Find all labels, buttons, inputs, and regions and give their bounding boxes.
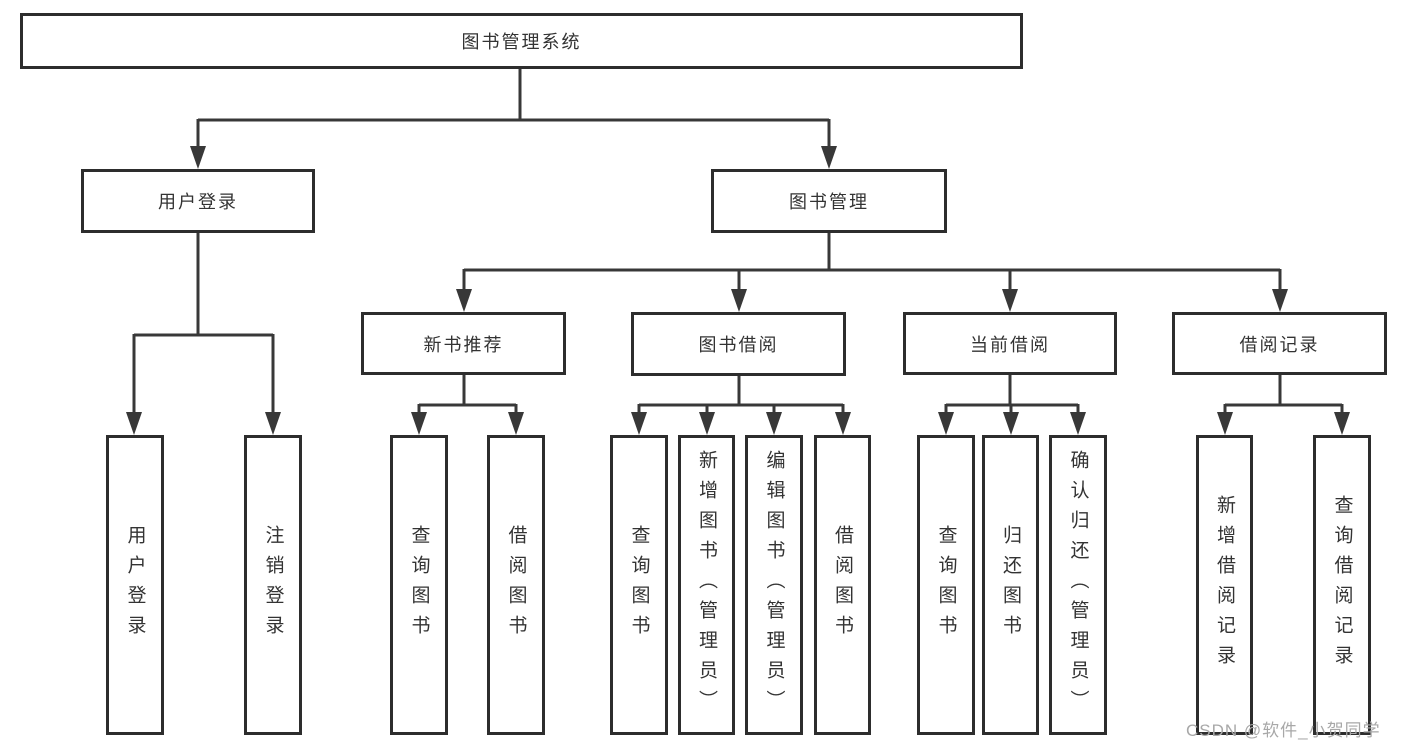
leaf-rec-borrow-books: 借阅图书 (487, 435, 545, 735)
connector-current-borrow-children (938, 375, 1086, 435)
node-current-borrow: 当前借阅 (903, 312, 1117, 375)
csdn-watermark: CSDN @软件_小贺同学 (1186, 721, 1381, 740)
node-user-login: 用户登录 (81, 169, 315, 233)
connector-new-book-rec-children (411, 375, 524, 435)
leaf-borrow-query-books: 查询图书 (610, 435, 668, 735)
leaf-borrow-add-books-admin: 新增图书（管理员） (678, 435, 735, 735)
leaf-record-query: 查询借阅记录 (1313, 435, 1371, 735)
leaf-borrow-borrow-books: 借阅图书 (814, 435, 871, 735)
leaf-rec-query-books: 查询图书 (390, 435, 448, 735)
leaf-borrow-edit-books-admin: 编辑图书（管理员） (745, 435, 803, 735)
leaf-current-query-books: 查询图书 (917, 435, 975, 735)
connector-borrow-record-children (1217, 375, 1350, 435)
leaf-logout: 注销登录 (244, 435, 302, 735)
connector-book-borrow-children (631, 375, 851, 435)
leaf-user-login: 用户登录 (106, 435, 164, 735)
connector-root-to-level2 (190, 68, 837, 169)
node-book-borrow: 图书借阅 (631, 312, 846, 376)
node-borrow-record: 借阅记录 (1172, 312, 1387, 375)
connector-user-login-children (126, 233, 281, 435)
leaf-current-return-books: 归还图书 (982, 435, 1039, 735)
node-root-system: 图书管理系统 (20, 13, 1023, 69)
leaf-record-add: 新增借阅记录 (1196, 435, 1253, 735)
connector-book-mgmt-children (456, 233, 1288, 312)
leaf-current-confirm-return-admin: 确认归还（管理员） (1049, 435, 1107, 735)
node-new-book-recommend: 新书推荐 (361, 312, 566, 375)
node-book-management: 图书管理 (711, 169, 947, 233)
